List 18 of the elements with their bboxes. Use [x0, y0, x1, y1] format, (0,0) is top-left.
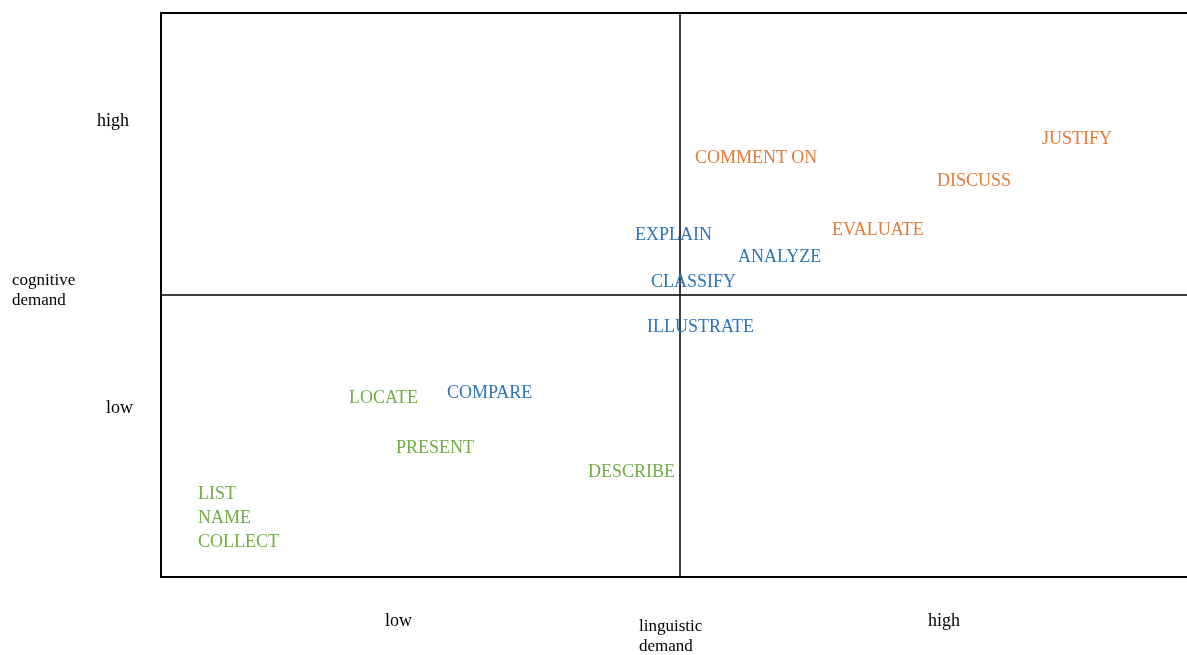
verb-label: ANALYZE [738, 246, 822, 267]
verb-label: PRESENT [396, 437, 474, 458]
verb-label: COMMENT ON [695, 147, 818, 168]
verb-label: COMPARE [447, 382, 533, 403]
axis-label: high [928, 610, 960, 631]
axis-label: high [97, 110, 129, 131]
axis-label: linguistic demand [639, 616, 704, 655]
axis-label: low [106, 397, 133, 418]
verb-label: LOCATE [349, 387, 418, 408]
axis-label: cognitive demand [12, 270, 77, 310]
verb-label: LIST [198, 483, 236, 504]
verb-label: EVALUATE [832, 219, 924, 240]
verb-label: COLLECT [198, 531, 279, 552]
verb-label: JUSTIFY [1042, 128, 1112, 149]
verb-label: DESCRIBE [588, 461, 675, 482]
axis-label: low [385, 610, 412, 631]
verb-label: NAME [198, 507, 251, 528]
verb-label: DISCUSS [937, 170, 1012, 191]
